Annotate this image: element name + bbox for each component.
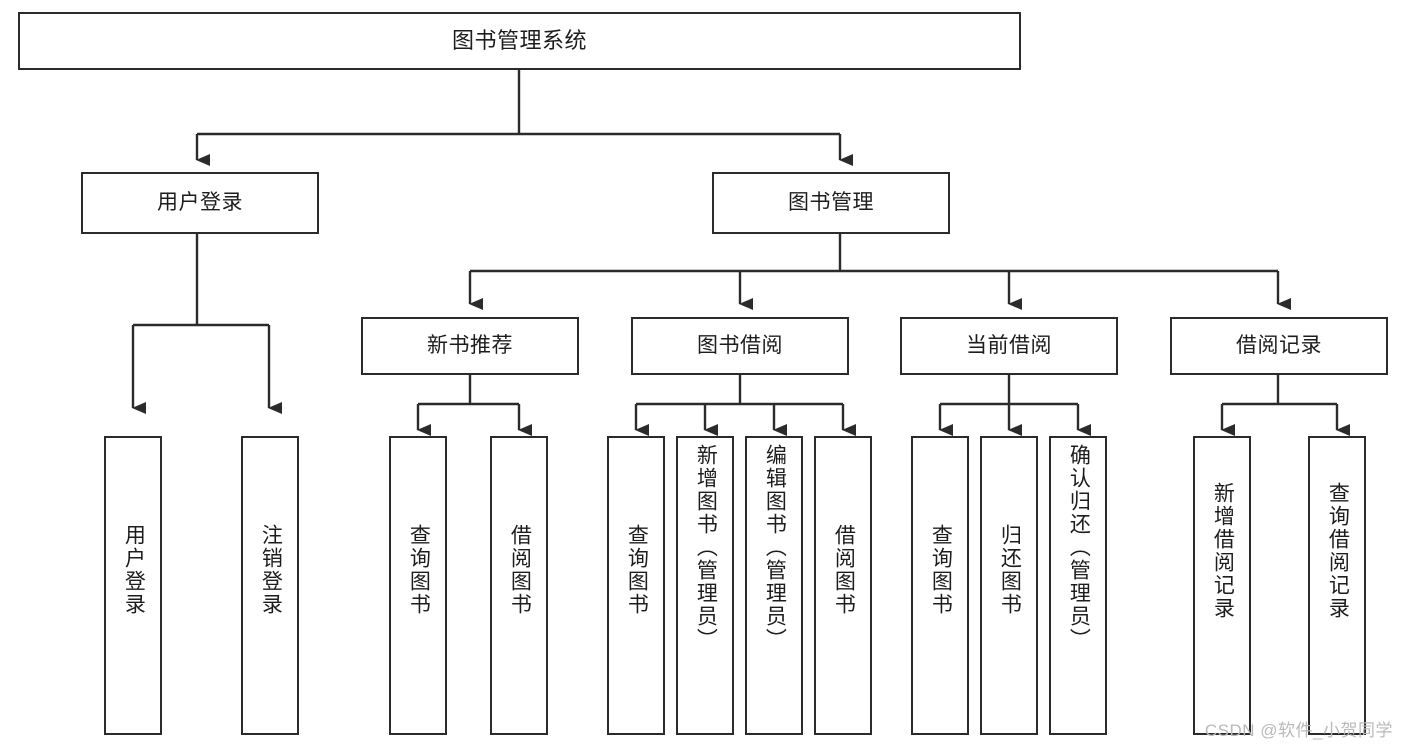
node-leaf-return-book[interactable]: 归还图书 (980, 436, 1038, 735)
node-new-book-recommend[interactable]: 新书推荐 (361, 317, 579, 375)
node-leaf-query-book-1-label: 查询图书 (407, 524, 431, 616)
node-user-login[interactable]: 用户登录 (81, 172, 319, 234)
node-leaf-add-record[interactable]: 新增借阅记录 (1193, 436, 1251, 735)
node-leaf-query-book-1[interactable]: 查询图书 (389, 436, 447, 735)
node-new-book-recommend-label: 新书推荐 (427, 333, 513, 357)
csdn-watermark: CSDN @软件_小贺同学 (1204, 721, 1393, 740)
node-leaf-query-record-label: 查询借阅记录 (1326, 482, 1350, 620)
node-leaf-add-record-label: 新增借阅记录 (1211, 482, 1235, 620)
node-leaf-edit-book-label: 编辑图书（管理员） (763, 444, 787, 651)
node-leaf-borrow-book-1-label: 借阅图书 (508, 524, 532, 616)
node-leaf-add-book-label: 新增图书（管理员） (694, 444, 718, 651)
node-leaf-borrow-book-2-label: 借阅图书 (832, 524, 856, 616)
node-borrow-record-label: 借阅记录 (1236, 333, 1322, 357)
node-leaf-edit-book[interactable]: 编辑图书（管理员） (745, 436, 803, 735)
node-book-manage-label: 图书管理 (788, 190, 874, 214)
node-leaf-query-book-2-label: 查询图书 (625, 524, 649, 616)
node-user-login-label: 用户登录 (157, 190, 243, 214)
node-current-borrow[interactable]: 当前借阅 (900, 317, 1118, 375)
node-leaf-add-book[interactable]: 新增图书（管理员） (676, 436, 734, 735)
node-leaf-borrow-book-2[interactable]: 借阅图书 (814, 436, 872, 735)
node-borrow-record[interactable]: 借阅记录 (1170, 317, 1388, 375)
node-leaf-return-book-label: 归还图书 (998, 524, 1022, 616)
node-leaf-query-book-3[interactable]: 查询图书 (911, 436, 969, 735)
node-leaf-user-login[interactable]: 用户登录 (104, 436, 162, 735)
node-leaf-query-record[interactable]: 查询借阅记录 (1308, 436, 1366, 735)
node-leaf-query-book-3-label: 查询图书 (929, 524, 953, 616)
node-leaf-confirm-return[interactable]: 确认归还（管理员） (1049, 436, 1107, 735)
node-book-manage[interactable]: 图书管理 (712, 172, 950, 234)
node-root[interactable]: 图书管理系统 (18, 12, 1021, 70)
node-leaf-confirm-return-label: 确认归还（管理员） (1067, 444, 1091, 651)
node-leaf-logout[interactable]: 注销登录 (241, 436, 299, 735)
node-book-borrow-label: 图书借阅 (697, 333, 783, 357)
node-current-borrow-label: 当前借阅 (966, 333, 1052, 357)
node-leaf-logout-label: 注销登录 (259, 524, 283, 616)
node-root-label: 图书管理系统 (451, 28, 587, 54)
node-leaf-user-login-label: 用户登录 (122, 524, 146, 616)
node-leaf-query-book-2[interactable]: 查询图书 (607, 436, 665, 735)
node-leaf-borrow-book-1[interactable]: 借阅图书 (490, 436, 548, 735)
node-book-borrow[interactable]: 图书借阅 (631, 317, 849, 375)
